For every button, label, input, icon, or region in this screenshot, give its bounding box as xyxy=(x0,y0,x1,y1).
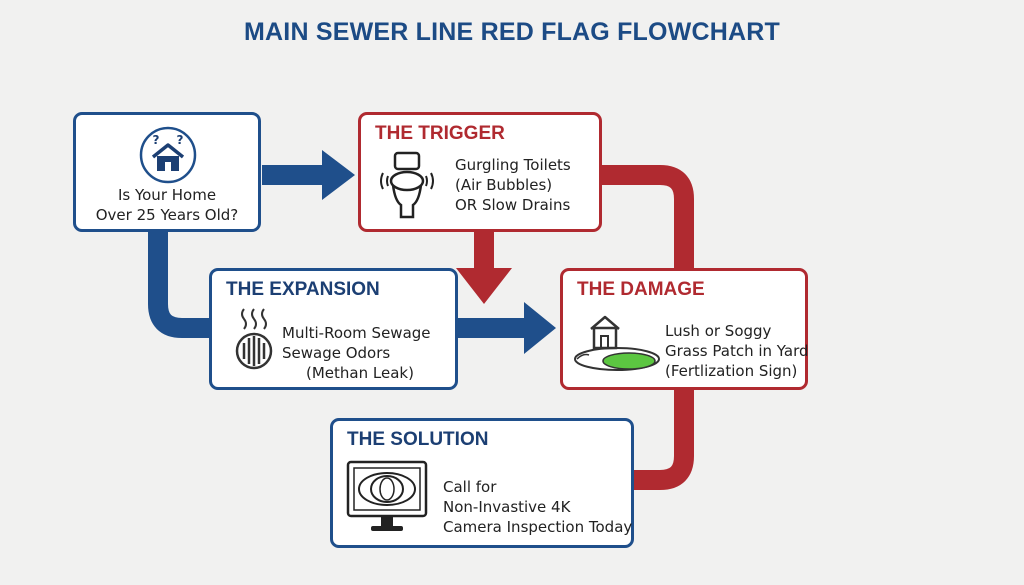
expansion-title: THE EXPANSION xyxy=(226,279,380,300)
connector-trigger-to-damage xyxy=(602,165,694,272)
toilet-icon xyxy=(380,151,434,219)
expansion-text: Multi-Room Sewage Sewage Odors (Methan L… xyxy=(282,323,431,383)
trigger-text: Gurgling Toilets (Air Bubbles) OR Slow D… xyxy=(455,155,571,215)
start-line-2: Over 25 Years Old? xyxy=(95,206,239,224)
arrow-start-to-trigger xyxy=(262,150,355,200)
start-node: ? ? Is Your Home Over 25 Years Old? xyxy=(73,112,261,232)
damage-title: THE DAMAGE xyxy=(577,279,705,300)
connector-start-to-expansion xyxy=(148,232,212,338)
start-line-1: Is Your Home xyxy=(117,186,217,204)
trigger-line-2: (Air Bubbles) xyxy=(455,176,553,194)
solution-title: THE SOLUTION xyxy=(347,429,489,450)
svg-text:?: ? xyxy=(177,133,184,147)
damage-node: THE DAMAGE Lush or Soggy Grass Patch in … xyxy=(560,268,809,390)
solution-node: THE SOLUTION Call for Non-Invastive 4K C… xyxy=(330,418,634,548)
camera-monitor-icon xyxy=(346,460,428,531)
solution-line-3: Camera Inspection Today xyxy=(443,518,633,536)
page-title: MAIN SEWER LINE RED FLAG FLOWCHART xyxy=(244,18,780,46)
damage-text: Lush or Soggy Grass Patch in Yard (Fertl… xyxy=(665,321,809,381)
arrow-expansion-to-damage xyxy=(458,302,556,354)
solution-line-2: Non-Invastive 4K xyxy=(443,498,571,516)
start-text: Is Your Home Over 25 Years Old? xyxy=(76,185,258,225)
damage-line-3: (Fertlization Sign) xyxy=(665,362,798,380)
trigger-node: THE TRIGGER Gurgling Toilets (Air Bubble… xyxy=(358,112,602,232)
drain-odor-icon xyxy=(235,308,273,370)
expansion-line-2: Sewage Odors xyxy=(282,344,391,362)
damage-line-2: Grass Patch in Yard xyxy=(665,342,809,360)
svg-text:?: ? xyxy=(153,133,160,147)
solution-text: Call for Non-Invastive 4K Camera Inspect… xyxy=(443,477,632,537)
connector-damage-to-solution xyxy=(634,388,694,490)
trigger-line-3: OR Slow Drains xyxy=(455,196,571,214)
expansion-line-3: (Methan Leak) xyxy=(306,364,414,382)
expansion-node: THE EXPANSION Multi-Room Sewage Sewage O… xyxy=(209,268,458,390)
expansion-line-1: Multi-Room Sewage xyxy=(282,324,431,342)
arrow-trigger-down xyxy=(456,230,512,304)
house-question-icon: ? ? xyxy=(139,126,197,184)
trigger-line-1: Gurgling Toilets xyxy=(455,156,571,174)
damage-line-1: Lush or Soggy xyxy=(665,322,772,340)
house-yard-icon xyxy=(574,315,660,371)
trigger-title: THE TRIGGER xyxy=(375,123,505,144)
solution-line-1: Call for xyxy=(443,478,497,496)
